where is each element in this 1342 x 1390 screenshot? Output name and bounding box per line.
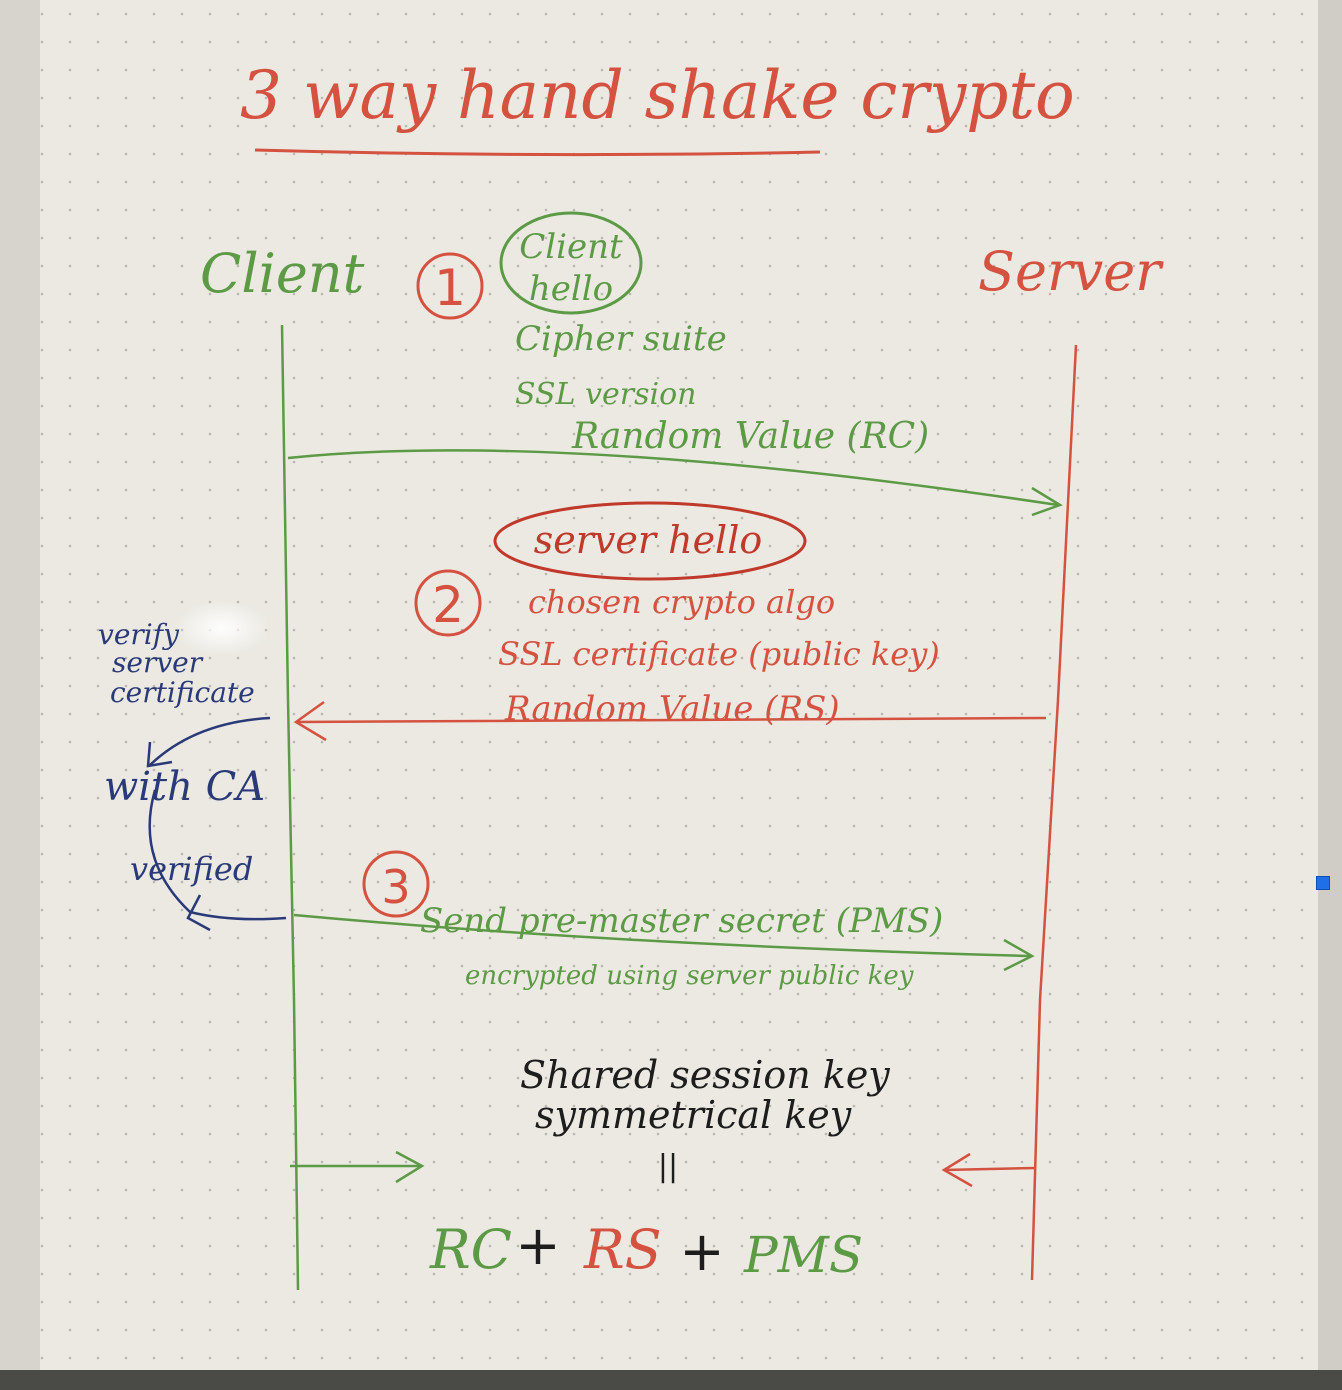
server-to-client-arrow (295, 716, 1047, 724)
server-hello-label: server hello (534, 518, 763, 562)
step3-subline: encrypted using server public key (465, 961, 914, 991)
note-with-ca: with CA (104, 764, 265, 810)
note-arrow-to-ca (149, 716, 271, 766)
arrowhead-3 (1003, 938, 1035, 972)
board-frame-left (0, 0, 40, 1390)
formula-rc: RC (429, 1218, 512, 1281)
formula-pms: PMS (743, 1226, 863, 1284)
client-hello-bottom: hello (529, 269, 613, 309)
arrowhead-1 (1031, 486, 1063, 517)
client-lifeline (280, 324, 300, 1291)
client-to-server-arrow-3 (293, 913, 1031, 958)
step2-line-random-value: Random Value (RS) (504, 689, 840, 729)
board-frame-bottom (0, 1370, 1342, 1390)
light-glare (174, 600, 270, 656)
step3-number-circle (362, 850, 430, 918)
shared-key-line1: Shared session key (520, 1053, 890, 1097)
step1-number: 1 (434, 259, 466, 317)
note-arrowhead-ca (146, 741, 173, 768)
step2-number-circle (414, 569, 482, 637)
formula-plus-2: + (679, 1220, 724, 1283)
step3-line: Send pre-master secret (PMS) (420, 901, 943, 941)
title-underline (254, 148, 821, 157)
step1-number-circle (416, 252, 484, 320)
step1-line-ssl-version: SSL version (515, 377, 696, 412)
formula-plus-1: + (515, 1214, 560, 1277)
shared-key-equals: || (658, 1149, 678, 1184)
note-server: server (112, 646, 204, 679)
step2-line-ssl-certificate: SSL certificate (public key) (498, 635, 940, 673)
shared-key-line2: symmetrical key (535, 1093, 852, 1137)
server-hello-circle (493, 501, 807, 581)
server-inner-arrow (943, 1166, 1037, 1172)
title: 3 way hand shake crypto (240, 57, 1075, 134)
step2-line-chosen-algo: chosen crypto algo (528, 583, 835, 621)
note-verify: verify (98, 618, 180, 651)
board-dot-grid (40, 0, 1320, 1390)
client-to-server-arrow-1 (287, 449, 1059, 507)
client-inner-arrowhead (395, 1150, 425, 1184)
step1-line-random-value: Random Value (RC) (571, 416, 929, 457)
step2-number: 2 (432, 576, 464, 634)
server-label: Server (978, 240, 1164, 303)
step1-line-cipher-suite: Cipher suite (515, 319, 727, 359)
client-hello-top: Client (519, 227, 623, 267)
note-certificate: certificate (110, 676, 255, 709)
server-lifeline (1030, 344, 1078, 1281)
note-connector-tip (186, 894, 211, 932)
server-inner-arrowhead (941, 1152, 973, 1188)
step3-number: 3 (381, 860, 410, 914)
client-hello-circle (499, 211, 643, 315)
client-label: Client (200, 242, 365, 305)
formula-rs: RS (583, 1218, 662, 1281)
note-verified: verified (130, 850, 253, 888)
arrowhead-2 (293, 700, 327, 742)
board-frame-right (1318, 0, 1342, 1390)
resize-handle[interactable] (1316, 876, 1330, 890)
